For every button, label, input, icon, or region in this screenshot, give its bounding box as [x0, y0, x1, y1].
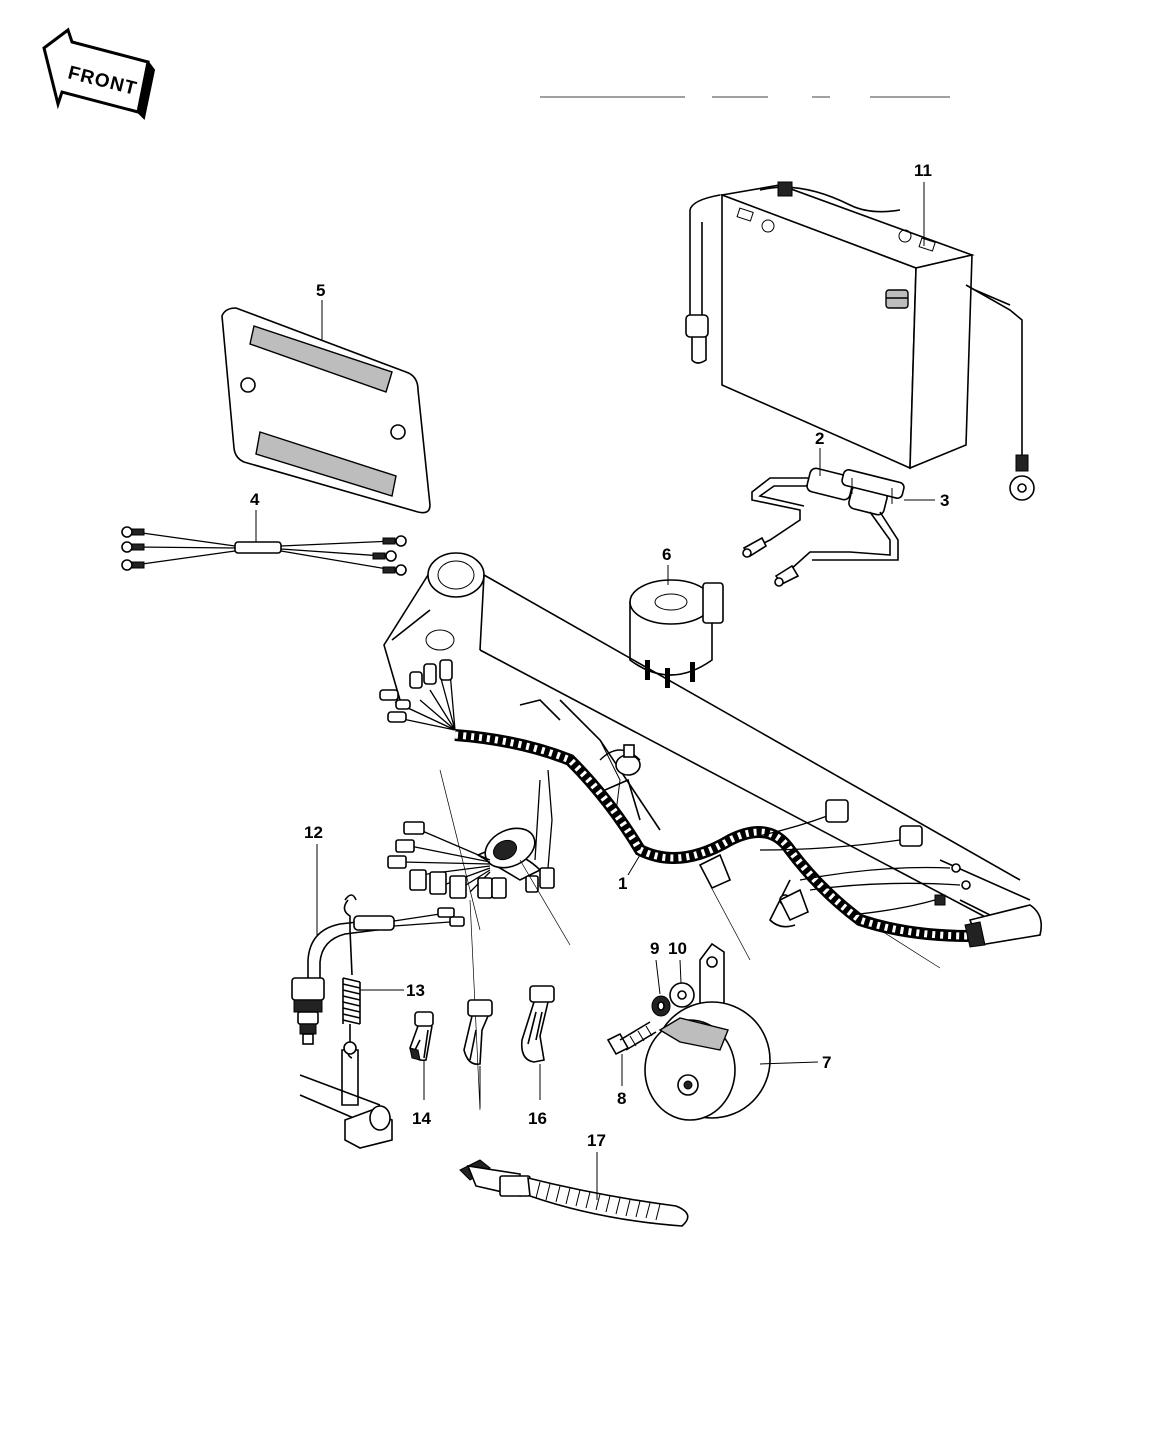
clip-15: [463, 999, 493, 1066]
callout-17: 17: [587, 1131, 606, 1150]
clip-16: [520, 985, 555, 1063]
brake-pedal-mount: [299, 1041, 393, 1149]
callout-1: 1: [618, 874, 627, 893]
callout-14: 14: [412, 1109, 431, 1128]
battery-strap: [459, 1159, 689, 1227]
callout-9: 9: [650, 939, 659, 958]
return-spring: [342, 894, 361, 1059]
callout-16: 16: [528, 1109, 547, 1128]
callout-3: 3: [940, 491, 949, 510]
sub-harness: [121, 526, 407, 576]
washer: [669, 982, 695, 1008]
front-arrow-icon: FRONT: [42, 27, 156, 121]
callout-11: 11: [914, 161, 932, 180]
horn: [644, 942, 771, 1121]
callout-12: 12: [304, 823, 323, 842]
fuse: [841, 468, 905, 504]
bolt: [606, 1021, 657, 1056]
neutral-switch: [291, 907, 465, 1045]
main-wiring-harness: [379, 659, 1043, 948]
callout-2: 2: [815, 429, 824, 448]
callout-4: 4: [250, 490, 260, 509]
callout-7: 7: [822, 1053, 831, 1072]
callout-13: 13: [406, 981, 425, 1000]
callout-6: 6: [662, 545, 671, 564]
clip-14: [409, 1011, 434, 1062]
battery: [685, 181, 1035, 501]
battery-cover-plate: [221, 307, 431, 514]
callout-10: 10: [668, 939, 687, 958]
frame: [383, 552, 1031, 931]
callout-5: 5: [316, 281, 325, 300]
lock-washer: [651, 995, 671, 1017]
relay: [629, 579, 724, 688]
callout-8: 8: [617, 1089, 626, 1108]
